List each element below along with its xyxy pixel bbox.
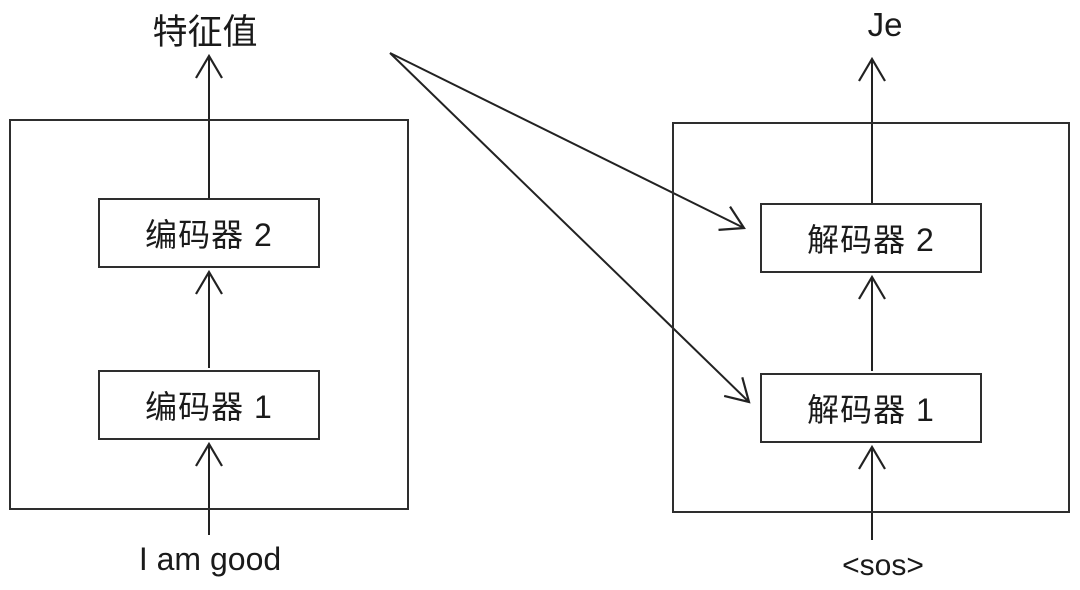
decoder1-block: 解码器 1: [760, 373, 982, 443]
arrow-feature-to-decoder1: [389, 52, 751, 404]
decoder1-label: 解码器 1: [807, 392, 935, 428]
decoder-stack-box: [672, 122, 1070, 513]
encoder2-block: 编码器 2: [98, 198, 320, 268]
encoder-output-label: 特征值: [152, 13, 258, 52]
decoder-input-label: <sos>: [842, 549, 924, 582]
encoder1-label: 编码器 1: [145, 389, 273, 425]
decoder2-label: 解码器 2: [807, 222, 935, 258]
encoder2-label: 编码器 2: [145, 217, 273, 253]
arrow-feature-to-decoder2: [389, 52, 746, 232]
decoder-output-label: Je: [867, 6, 903, 43]
encoder1-block: 编码器 1: [98, 370, 320, 440]
decoder2-block: 解码器 2: [760, 203, 982, 273]
encoder-stack-box: [9, 119, 409, 510]
encoder-input-label: I am good: [138, 541, 282, 577]
